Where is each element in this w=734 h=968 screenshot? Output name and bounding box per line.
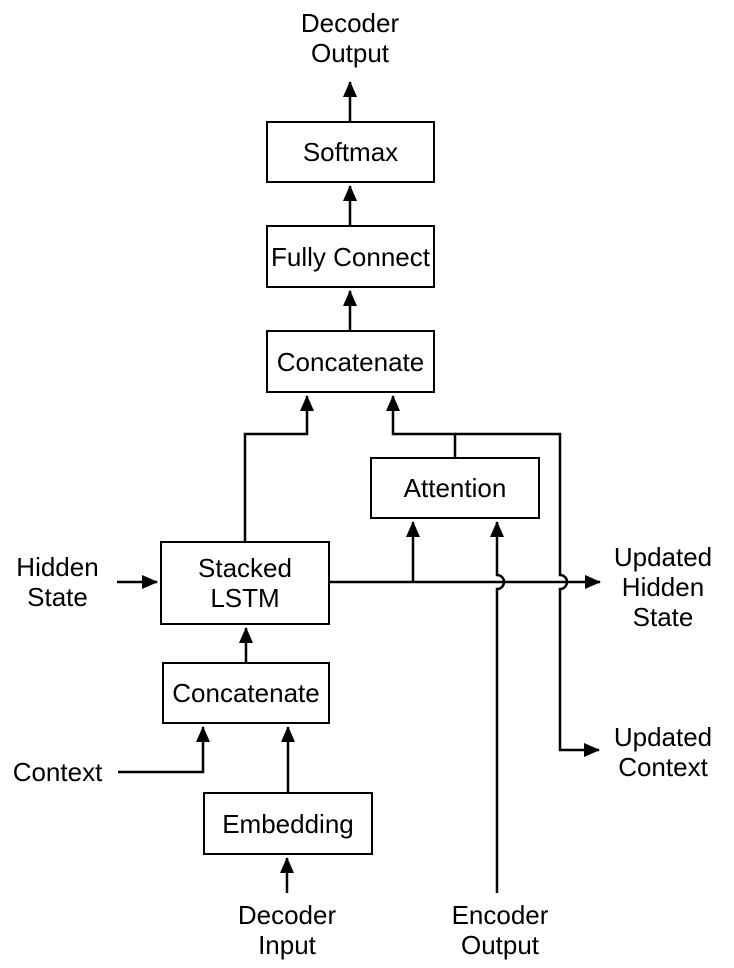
softmax-node: Softmax: [266, 121, 435, 183]
hidden-state-label: Hidden State: [16, 552, 99, 612]
edge-encoder-output-to-attention: [490, 521, 506, 893]
decoder-input-label: Decoder Input: [237, 900, 337, 960]
edge-attention-to-concatenate: [386, 395, 457, 457]
attention-node: Attention: [370, 457, 540, 519]
embedding-node: Embedding: [203, 792, 373, 855]
edge-stacked-lstm-to-concatenate: [243, 395, 314, 541]
updated-hidden-state-label: Updated Hidden State: [613, 542, 713, 632]
concatenate-bottom-node: Concatenate: [162, 662, 330, 724]
context-label: Context: [12, 757, 103, 787]
fully-connect-node: Fully Connect: [266, 225, 435, 288]
concatenate-top-node: Concatenate: [266, 330, 435, 393]
encoder-output-label: Encoder Output: [451, 900, 549, 960]
edge-context-to-concatenate: [118, 726, 210, 774]
decoder-output-label: Decoder Output: [300, 8, 400, 68]
stacked-lstm-node: Stacked LSTM: [160, 541, 330, 625]
updated-context-label: Updated Context: [613, 722, 713, 782]
